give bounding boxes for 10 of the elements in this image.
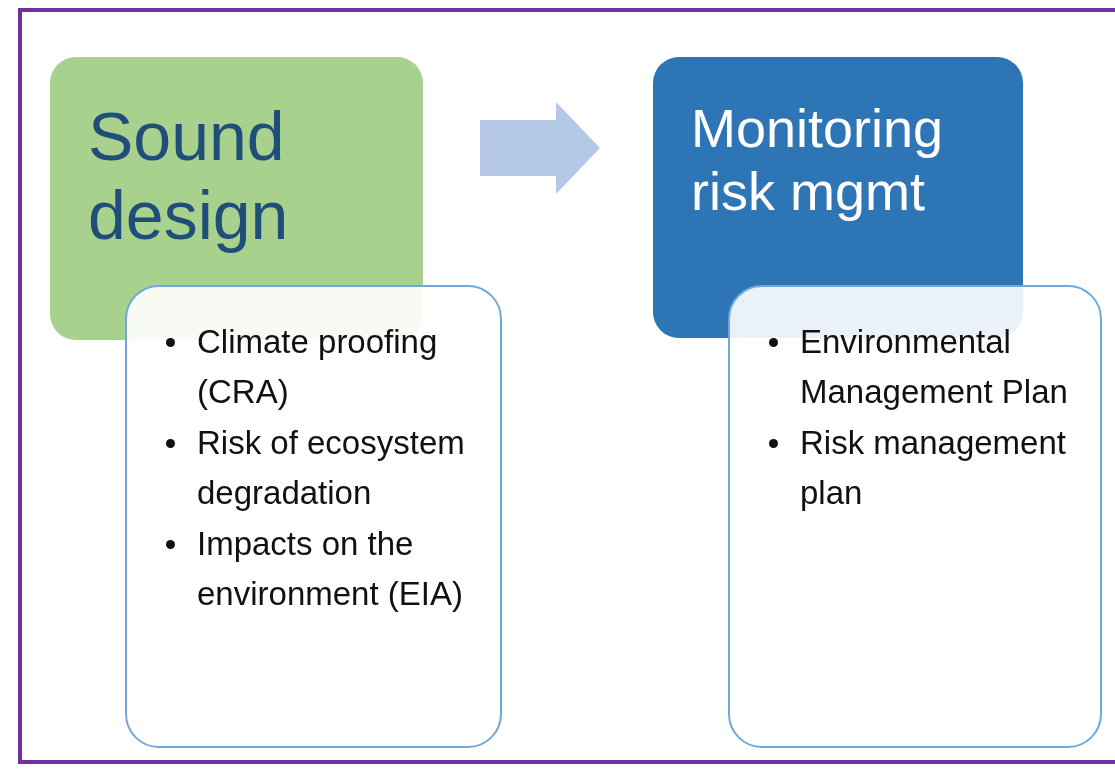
block-arrow — [480, 102, 600, 194]
bullet-item: Environmental Management Plan — [766, 317, 1082, 416]
bullet-item: Risk of ecosystem degradation — [163, 418, 482, 517]
bullet-item: Impacts on the environment (EIA) — [163, 519, 482, 618]
box-title: Monitoring risk mgmt — [691, 97, 945, 223]
bullet-item: Risk management plan — [766, 418, 1082, 517]
bullet-card — [125, 285, 502, 748]
bullet-item: Climate proofing (CRA) — [163, 317, 482, 416]
bullet-card — [728, 285, 1102, 748]
box-title: Sound design — [88, 97, 290, 255]
